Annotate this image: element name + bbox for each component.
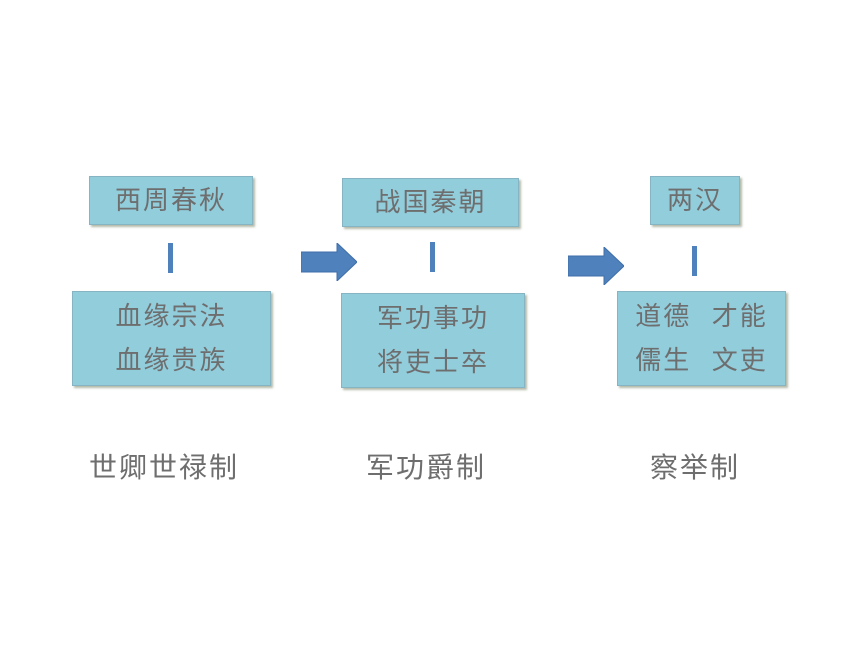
stage-2-detail-line-2: 将吏士卒: [376, 347, 489, 378]
stage-2-period-box: 战国秦朝: [342, 178, 519, 227]
stage-2-detail-line-1: 军功事功: [376, 303, 489, 334]
stage-1-detail-line-2: 血缘贵族: [115, 345, 228, 376]
stage-3-connector: [692, 246, 697, 276]
stage-1-detail-line-1: 血缘宗法: [115, 301, 228, 332]
stage-2-detail-box: 军功事功 将吏士卒: [341, 293, 525, 388]
stage-3-detail-line-2: 儒生 文吏: [635, 345, 768, 376]
right-arrow-icon: [301, 243, 357, 281]
stage-3-period-text: 两汉: [666, 185, 723, 216]
stage-2-system-label: 军功爵制: [365, 451, 486, 484]
stage-1-detail-box: 血缘宗法 血缘贵族: [72, 291, 271, 386]
stage-2-connector: [430, 242, 435, 272]
stage-1-system-label: 世卿世禄制: [88, 451, 239, 484]
stage-3-system-label: 察举制: [649, 451, 740, 484]
stage-2-period-text: 战国秦朝: [374, 187, 487, 218]
stage-1-connector: [168, 243, 173, 273]
right-arrow-icon: [568, 247, 624, 285]
stage-3-detail-box: 道德 才能 儒生 文吏: [617, 291, 786, 386]
stage-1-period-box: 西周春秋: [89, 176, 253, 225]
stage-3-period-box: 两汉: [650, 176, 740, 225]
stage-3-detail-line-1: 道德 才能: [635, 301, 768, 332]
stage-1-period-text: 西周春秋: [114, 185, 227, 216]
